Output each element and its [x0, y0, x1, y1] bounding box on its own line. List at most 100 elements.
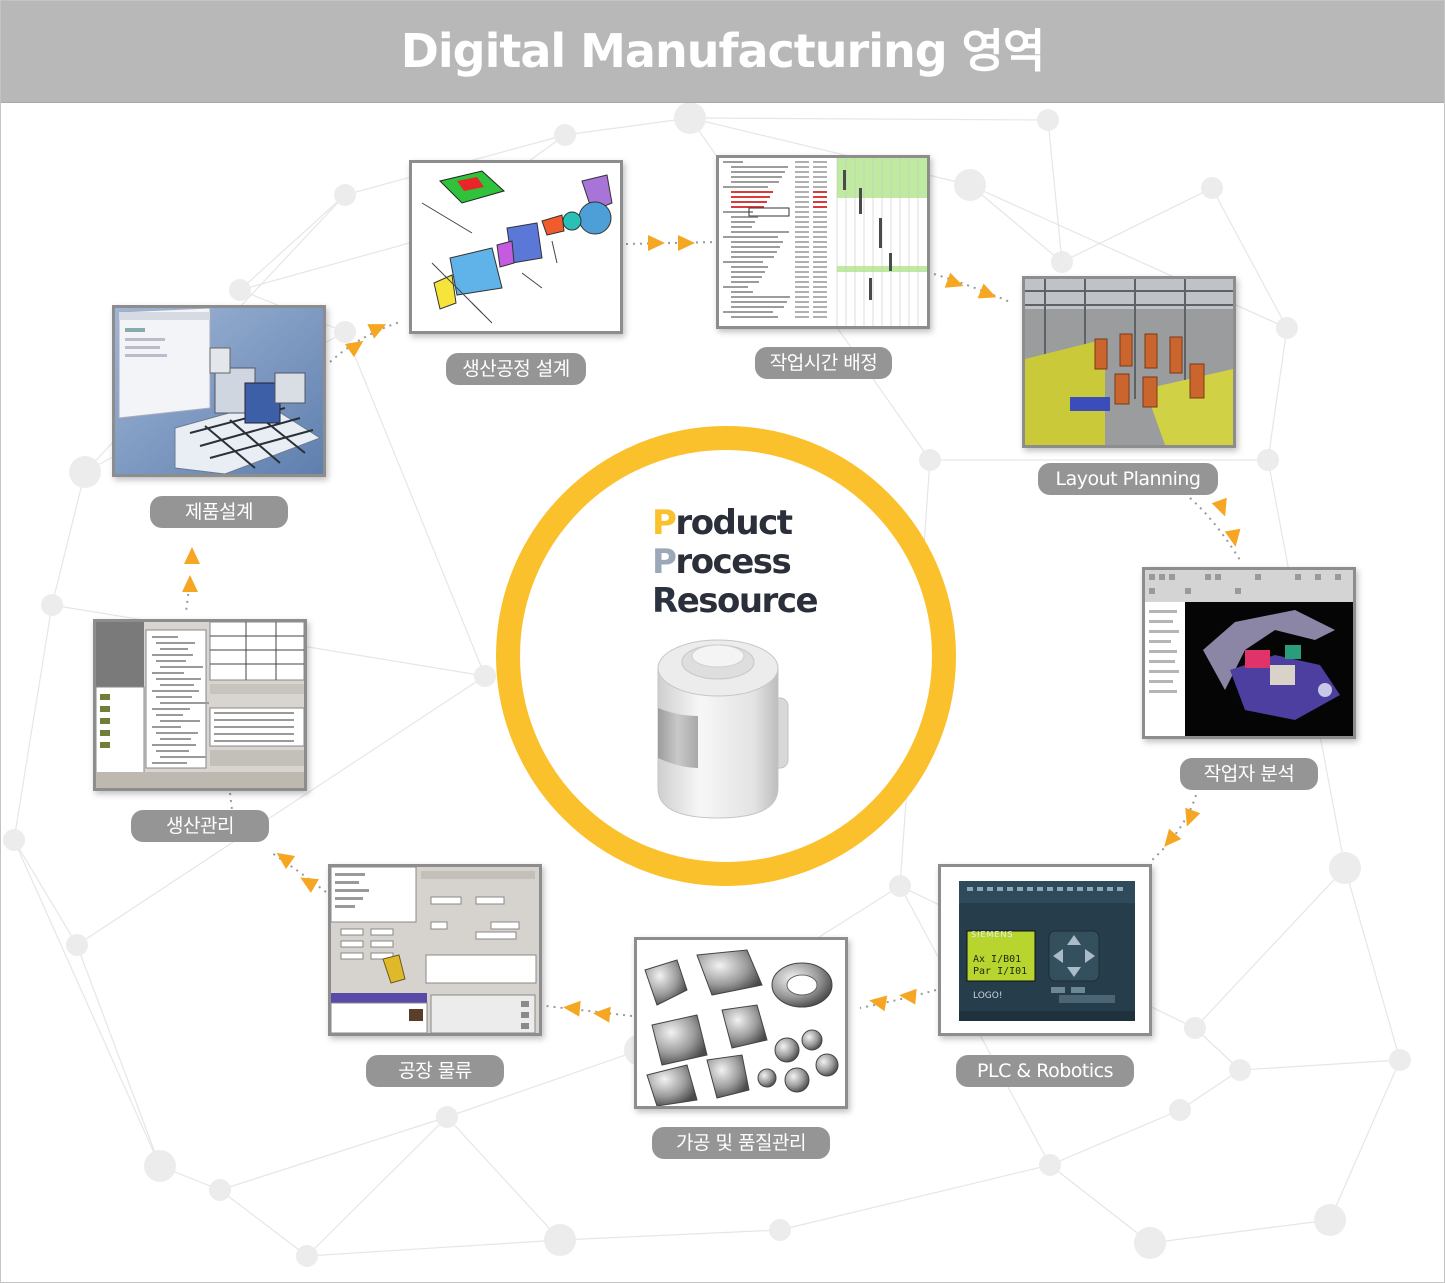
gantt-row-bar [731, 256, 774, 258]
step-image-plc-robotics: SIEMENS Ax I/B01 Par I/I01 LOGO! [938, 864, 1152, 1036]
network-node [1329, 852, 1361, 884]
gantt-row-bar [731, 176, 782, 178]
gantt-row-cell [795, 201, 809, 203]
gantt-row-cell [795, 186, 809, 188]
ppr-initial-resource: R [652, 581, 678, 621]
flow-arrowhead [593, 1006, 611, 1023]
gantt-row-cell [813, 161, 827, 163]
ppr-initial-product: P [652, 503, 677, 543]
gantt-task-bar [859, 188, 862, 214]
gantt-row-bar [731, 306, 784, 308]
step-label-worker-analysis: 작업자 분석 [1180, 758, 1318, 790]
network-node [1314, 1204, 1346, 1236]
step-label-product-design: 제품설계 [150, 496, 288, 528]
pm-text-line [152, 744, 196, 746]
pm-text-line [152, 762, 187, 764]
gantt-row-bar [731, 251, 777, 253]
gantt-row-bar [731, 191, 773, 193]
network-link [13, 839, 78, 946]
gantt-row-cell [795, 216, 809, 218]
network-node [334, 184, 356, 206]
step-label-process-design: 생산공정 설계 [446, 353, 586, 385]
gantt-task-bar [889, 253, 892, 271]
flow-connector [933, 273, 1011, 303]
gantt-row-cell [813, 236, 827, 238]
gantt-row-cell [795, 246, 809, 248]
pm-text-line [160, 720, 200, 722]
pm-text-line [214, 740, 294, 742]
gantt-row-cell [813, 316, 827, 318]
pm-text-line [214, 726, 294, 728]
network-node [554, 124, 576, 146]
header-bar: Digital Manufacturing 영역 [1, 1, 1444, 103]
network-node [296, 1245, 318, 1267]
flow-arrowhead [1224, 528, 1241, 547]
gantt-row-cell [795, 286, 809, 288]
flow-arrowhead [1185, 807, 1201, 827]
gantt-row-bar [723, 261, 763, 263]
step-image-product-design [112, 305, 326, 477]
network-link [689, 117, 1049, 121]
pm-text-line [160, 684, 194, 686]
gantt-row-cell [813, 181, 827, 183]
network-node [69, 456, 101, 488]
factory-layout-3d [1025, 279, 1233, 445]
gantt-row-cell [795, 161, 809, 163]
network-node [769, 1219, 791, 1241]
plc-display-line-2: Par I/I01 [973, 966, 1028, 977]
gantt-row-bar [731, 316, 778, 318]
pm-text-line [160, 648, 188, 650]
step-label-plc-robotics: PLC & Robotics [956, 1055, 1134, 1087]
gantt-row-cell [795, 261, 809, 263]
network-link [1149, 1219, 1331, 1244]
gantt-task-bar [843, 170, 846, 190]
network-link [1047, 119, 1063, 263]
network-link [564, 117, 691, 136]
network-node [229, 279, 251, 301]
gantt-row-bar [731, 276, 762, 278]
gantt-row-cell [795, 176, 809, 178]
flow-connector [545, 1005, 633, 1017]
network-node [544, 1224, 576, 1256]
plc-logo-text: LOGO! [973, 991, 1003, 1001]
gantt-row-cell [795, 301, 809, 303]
gantt-row-cell [795, 256, 809, 258]
gantt-row-cell [813, 201, 827, 203]
network-link [13, 604, 53, 841]
step-label-machining-quality: 가공 및 품질관리 [652, 1127, 830, 1159]
gantt-row-cell [795, 296, 809, 298]
gantt-row-cell [795, 311, 809, 313]
gantt-row-cell [813, 246, 827, 248]
pm-text-line [152, 672, 184, 674]
gantt-task-bar [879, 218, 882, 248]
gantt-row-bar [731, 181, 779, 183]
network-node [3, 829, 25, 851]
pm-text-line [156, 732, 198, 734]
step-label-production-management: 생산관리 [131, 810, 269, 842]
network-node [436, 1106, 458, 1128]
gantt-row-cell [795, 221, 809, 223]
flow-connector [859, 989, 937, 1009]
pm-text-line [152, 654, 193, 656]
network-node [334, 321, 356, 343]
pm-text-line [214, 719, 294, 721]
pm-text-line [152, 726, 181, 728]
gantt-task-bar [869, 278, 872, 300]
step-label-layout-planning: Layout Planning [1038, 463, 1218, 495]
network-node [1389, 1049, 1411, 1071]
network-node [474, 665, 496, 687]
step-image-worker-analysis [1142, 567, 1356, 739]
ppr-line-product: Product [652, 503, 793, 543]
gantt-row-cell [813, 256, 827, 258]
gantt-row-bar [731, 246, 780, 248]
network-link [239, 239, 421, 291]
gantt-row-bar [731, 221, 755, 223]
network-link [219, 1116, 448, 1191]
ergonomics-simulation [1145, 570, 1353, 736]
gantt-row-cell [795, 211, 809, 213]
flow-arrowhead [367, 324, 387, 339]
exploded-parts-drawing [412, 163, 620, 331]
network-node [209, 1179, 231, 1201]
gantt-row-bar [731, 266, 768, 268]
